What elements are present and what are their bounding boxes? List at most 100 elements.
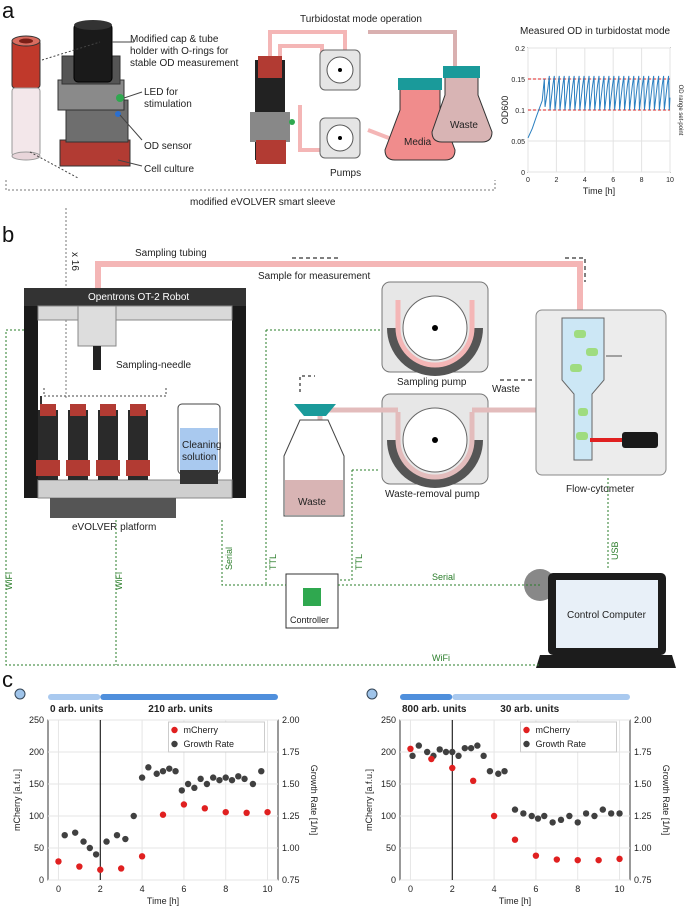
light-bar-right: [100, 694, 278, 700]
wifi-label-left: WiFi: [4, 572, 14, 590]
growth-rate-point: [409, 752, 416, 760]
flow-cytometer: [535, 309, 667, 476]
serial-label-platform: Serial: [224, 547, 234, 570]
growth-rate-point: [235, 773, 242, 780]
growth-rate-point: [495, 770, 502, 777]
growth-rate-point: [71, 829, 79, 836]
growth-rate-point: [541, 812, 548, 820]
growth-rate-point: [461, 744, 469, 752]
growth-rate-point: [511, 806, 519, 813]
y-axis-label: mCherry [a.f.u.]: [12, 769, 22, 831]
growth-rate-point: [197, 775, 204, 783]
growth-rate-point: [442, 748, 450, 756]
controller-label: Controller: [290, 615, 329, 625]
growth-rate-point: [591, 812, 598, 820]
callout-line-3: stable OD measurement: [130, 58, 239, 69]
y2-tick: 1.00: [634, 843, 652, 853]
od-x-tick: 10: [666, 177, 674, 184]
mcherry-point: [201, 805, 209, 812]
od-y-tick: 0.2: [515, 46, 525, 53]
y2-tick: 0.75: [282, 875, 300, 885]
legend-growth-label: Growth Rate: [184, 739, 235, 749]
sleeve-label: modified eVOLVER smart sleeve: [190, 197, 336, 208]
mcherry-point: [117, 865, 125, 872]
sampling-tubing-label: Sampling tubing: [135, 248, 207, 259]
media-label: Media: [404, 137, 432, 148]
growth-rate-point: [582, 810, 590, 817]
robot-label: Opentrons OT-2 Robot: [88, 292, 189, 303]
y-tick: 200: [29, 747, 44, 757]
light-bar-right: [452, 694, 630, 700]
panel-a-letter: a: [2, 0, 15, 23]
flow-cytometer-label: Flow-cytometer: [566, 484, 635, 495]
sampling-pump: [381, 281, 489, 376]
y2-tick: 0.75: [634, 875, 652, 885]
x-axis-label: Time [h]: [499, 896, 531, 906]
sampling-pump-label: Sampling pump: [397, 377, 467, 388]
panel-c-letter: c: [2, 667, 13, 692]
x-tick: 10: [263, 884, 273, 894]
growth-rate-point: [415, 742, 423, 749]
mcherry-point: [264, 808, 271, 816]
growth-rate-point: [467, 744, 475, 752]
mcherry-point: [222, 808, 229, 816]
od-y-label: OD600: [500, 96, 510, 125]
legend-growth-label: Growth Rate: [536, 739, 587, 749]
growth-rate-point: [61, 832, 68, 839]
mcherry-point: [469, 777, 477, 784]
od-y-tick: 0.15: [511, 77, 525, 84]
wifi-label-platform: WiFi: [114, 572, 124, 590]
light-level-left: 0 arb. units: [50, 704, 104, 715]
legend-mcherry-label: mCherry: [184, 725, 219, 735]
y2-tick: 2.00: [634, 715, 652, 725]
growth-rate-point: [455, 752, 462, 760]
y-tick: 100: [29, 811, 44, 821]
waste-removal-pump-label: Waste-removal pump: [385, 489, 480, 500]
x-tick: 6: [181, 884, 186, 894]
waste-bottle: [283, 375, 345, 517]
legend-mcherry-marker: [171, 726, 178, 734]
growth-rate-point: [138, 774, 146, 781]
y2-tick: 1.25: [634, 811, 652, 821]
od-series-line: [527, 75, 671, 139]
growth-rate-point: [153, 770, 160, 777]
light-level-right: 30 arb. units: [500, 704, 559, 715]
light-level-right: 210 arb. units: [148, 704, 213, 715]
growth-rate-point: [159, 768, 167, 775]
growth-rate-point: [549, 819, 556, 826]
flow-arrow-2: [565, 257, 586, 282]
light-bar-left: [48, 694, 101, 700]
growth-rate-point: [528, 812, 535, 820]
connection-lines: [5, 329, 609, 666]
growth-rate-point: [449, 748, 456, 756]
led-label-1: LED for: [144, 87, 179, 98]
mcherry-point: [243, 809, 250, 816]
mcherry-point: [553, 856, 561, 863]
od-x-tick: 2: [554, 177, 558, 184]
growth-rate-point: [172, 768, 179, 775]
mcherry-point: [159, 811, 167, 818]
legend-growth-marker: [523, 740, 530, 748]
waste-removal-pump: [381, 393, 489, 488]
growth-rate-point: [80, 838, 87, 845]
growth-rate-point: [566, 812, 573, 820]
growth-rate-point: [191, 784, 198, 792]
x-tick: 4: [140, 884, 145, 894]
od-y-tick: 0: [521, 170, 525, 177]
mcherry-point: [616, 855, 623, 863]
growth-rate-point: [501, 768, 508, 775]
od-y-tick: 0.1: [515, 108, 525, 115]
x-axis-label: Time [h]: [147, 896, 179, 906]
mcherry-point: [574, 856, 581, 864]
mcherry-point: [532, 852, 540, 859]
sample-measurement-label: Sample for measurement: [258, 271, 370, 282]
light-bulb-icon: [14, 688, 26, 700]
growth-rate-point: [241, 775, 248, 783]
callout-line-1: Modified cap & tube: [130, 34, 219, 45]
y-tick: 50: [34, 843, 44, 853]
y-tick: 200: [381, 747, 396, 757]
growth-rate-point: [130, 812, 137, 820]
od-x-tick: 6: [611, 177, 615, 184]
mcherry-point: [180, 801, 188, 808]
